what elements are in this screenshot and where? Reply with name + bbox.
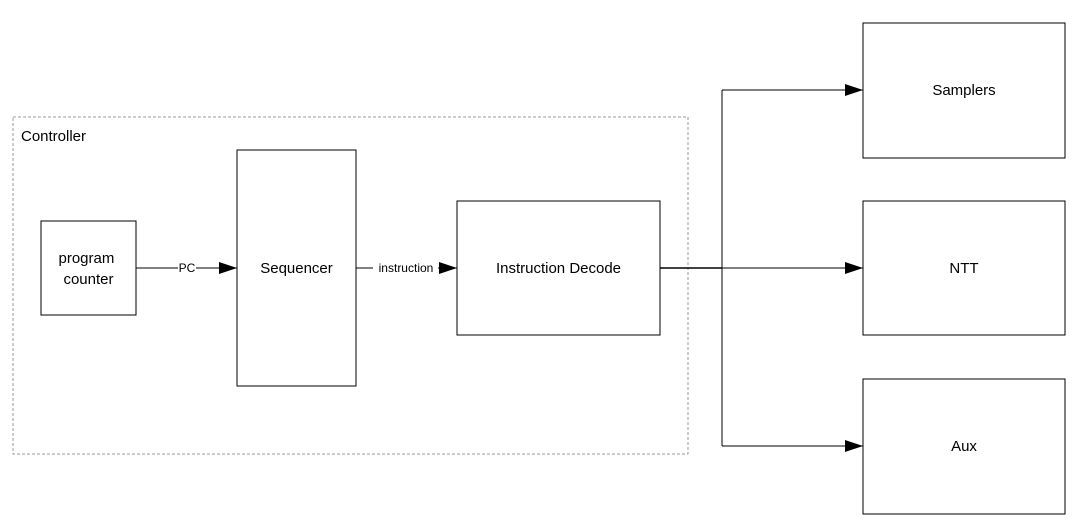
edge-pc-label-bg: [178, 261, 196, 275]
instruction-decode-box: [456, 200, 661, 336]
controller-boundary: [12, 116, 689, 455]
instruction-decode-block: Instruction Decode: [456, 200, 661, 336]
sequencer-box: [236, 149, 357, 387]
program-counter-label: program counter: [58, 250, 118, 288]
controller-group: Controller: [12, 116, 689, 455]
aux-label: Aux: [951, 438, 977, 455]
instruction-decode-label: Instruction Decode: [496, 260, 621, 277]
edge-pc: PC: [136, 261, 237, 275]
program-counter-box: [40, 220, 137, 316]
ntt-block: NTT: [862, 200, 1066, 336]
aux-box: [862, 378, 1066, 515]
edge-pc-label: PC: [179, 261, 196, 275]
samplers-block: Samplers: [862, 22, 1066, 159]
ntt-label: NTT: [949, 260, 978, 277]
aux-block: Aux: [862, 378, 1066, 515]
samplers-label: Samplers: [932, 82, 995, 99]
edge-instruction-label-bg: [373, 261, 438, 275]
controller-label: Controller: [21, 128, 86, 145]
sequencer-block: Sequencer: [236, 149, 357, 387]
program-counter-line1: program: [58, 250, 114, 267]
program-counter-line2: counter: [63, 271, 113, 288]
sequencer-label: Sequencer: [260, 260, 333, 277]
edge-fanout: [660, 84, 863, 452]
edge-instruction-label: instruction: [379, 261, 434, 275]
ntt-box: [862, 200, 1066, 336]
program-counter-block: program counter: [40, 220, 137, 316]
edge-instruction: instruction: [356, 261, 457, 275]
